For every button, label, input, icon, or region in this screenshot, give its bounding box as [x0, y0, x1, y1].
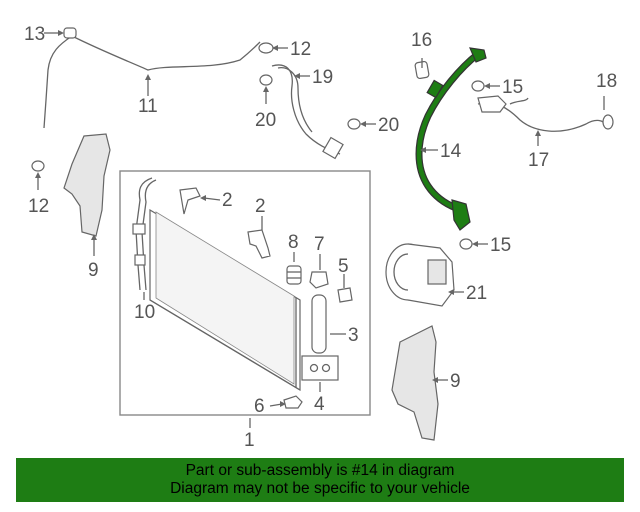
callout-2: 2 — [222, 190, 233, 211]
receiver-tube-part — [311, 294, 327, 354]
callout-15: 15 — [490, 235, 511, 256]
callout-10: 10 — [134, 302, 155, 323]
seal-plate-part — [301, 355, 339, 381]
compressor-part — [385, 243, 455, 307]
condenser-pipe-part — [132, 177, 157, 291]
callout-1: 1 — [244, 430, 255, 451]
clip-part — [337, 287, 353, 303]
callout-6: 6 — [254, 396, 265, 417]
pipe-17-part — [477, 95, 607, 132]
bracket-part — [179, 187, 201, 215]
info-banner: Part or sub-assembly is #14 in diagram D… — [16, 458, 624, 502]
callout-2: 2 — [255, 196, 266, 217]
spring-part — [286, 265, 302, 285]
callout-13: 13 — [24, 24, 45, 45]
callout-17: 17 — [528, 150, 549, 171]
callout-15: 15 — [502, 77, 523, 98]
callout-9: 9 — [450, 371, 461, 392]
parts-diagram: 13 11 12 19 20 20 12 9 10 2 2 8 7 5 3 4 … — [24, 24, 617, 451]
callout-8: 8 — [288, 232, 299, 253]
callout-12: 12 — [290, 39, 311, 60]
hose-14-highlighted-part — [415, 47, 487, 231]
callout-18: 18 — [596, 71, 617, 92]
bracket-part — [247, 229, 271, 259]
callout-9: 9 — [88, 260, 99, 281]
callout-16: 16 — [411, 30, 432, 51]
o-ring-part — [347, 118, 361, 130]
callout-19: 19 — [312, 67, 333, 88]
pipe-19-part — [271, 64, 344, 160]
o-ring-part — [31, 160, 45, 172]
banner-line-part-number: Part or sub-assembly is #14 in diagram — [185, 462, 455, 479]
o-ring-part — [459, 238, 473, 250]
callout-12: 12 — [28, 196, 49, 217]
callout-5: 5 — [338, 256, 349, 277]
o-ring-part — [259, 74, 273, 86]
callout-7: 7 — [314, 234, 325, 255]
callout-11: 11 — [138, 96, 158, 117]
callout-4: 4 — [314, 394, 325, 415]
callout-14: 14 — [440, 141, 462, 162]
pipe-11-part — [43, 27, 261, 129]
air-guide-part — [63, 133, 111, 237]
condenser-part — [149, 208, 301, 392]
leader-lines — [35, 30, 605, 428]
callout-20: 20 — [378, 115, 399, 136]
callout-3: 3 — [348, 325, 359, 346]
condenser-assembly-frame — [119, 170, 371, 416]
banner-line-disclaimer: Diagram may not be specific to your vehi… — [170, 480, 470, 497]
plug-part — [283, 395, 303, 409]
o-ring-part — [258, 42, 274, 54]
callout-21: 21 — [466, 283, 487, 304]
cap-part — [414, 60, 430, 80]
air-guide-part — [391, 325, 439, 441]
o-ring-part — [602, 114, 614, 130]
o-ring-part — [471, 80, 485, 92]
cap-part — [309, 271, 329, 289]
callout-20: 20 — [255, 110, 276, 131]
